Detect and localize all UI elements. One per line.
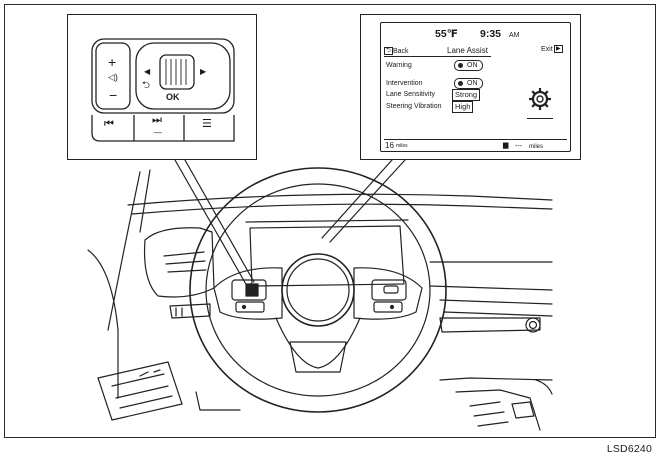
steering-vibration-value[interactable]: High [452, 101, 474, 113]
lane-sensitivity-label: Lane Sensitivity [386, 91, 436, 98]
clock-period: AM [509, 32, 520, 39]
range-value: --- [515, 143, 522, 150]
intervention-toggle[interactable]: ON [454, 78, 483, 89]
exit-arrow-icon[interactable]: ▶ [554, 45, 563, 53]
gear-icon[interactable] [527, 86, 553, 112]
figure-code: LSD6240 [606, 443, 652, 455]
steering-switch-callout: + ◁) − ◀ ▶ ⮌ OK ⏮ ⏭ — ☰ [67, 14, 257, 160]
display-callout: 55℉ 9:35 AM ⮌ Back Lane Assist Exit ▶ Wa… [360, 14, 581, 160]
figure-frame [4, 4, 656, 438]
right-arrow-button[interactable]: ▶ [200, 67, 207, 76]
gear-underline [527, 118, 553, 119]
footer-divider [384, 139, 567, 140]
odometer-unit: miles [396, 143, 408, 149]
odometer-value: 16 [385, 141, 394, 150]
exit-button-label[interactable]: Exit [541, 46, 553, 53]
ok-button[interactable]: OK [166, 92, 180, 102]
back-button-label[interactable]: Back [393, 48, 409, 55]
left-arrow-button[interactable]: ◀ [144, 67, 151, 76]
screen-title: Lane Assist [447, 46, 488, 55]
clock-readout: 9:35 [480, 28, 502, 40]
warning-label: Warning [386, 62, 412, 69]
steering-vibration-label: Steering Vibration [386, 103, 442, 110]
range-unit: miles [529, 144, 544, 150]
previous-track-icon[interactable]: ⏮ [104, 118, 114, 130]
switch-cluster-outline [91, 38, 235, 142]
back-arrow-icon[interactable]: ⮌ [384, 47, 393, 55]
speaker-icon: ◁) [108, 72, 118, 82]
lane-sensitivity-value[interactable]: Strong [452, 89, 481, 101]
title-divider [384, 56, 491, 57]
next-track-icon[interactable]: ⏭ [152, 114, 162, 126]
lane-assist-screen: 55℉ 9:35 AM ⮌ Back Lane Assist Exit ▶ Wa… [380, 22, 571, 152]
next-track-underline-icon: — [154, 128, 162, 137]
back-icon[interactable]: ⮌ [142, 80, 151, 91]
volume-up-button[interactable]: + [108, 54, 117, 70]
warning-toggle[interactable]: ON [454, 60, 483, 71]
menu-list-icon[interactable]: ☰ [202, 118, 212, 130]
volume-down-button[interactable]: − [109, 87, 118, 103]
fuel-pump-icon: ▆ [503, 142, 509, 149]
intervention-label: Intervention [386, 80, 423, 87]
temperature-readout: 55℉ [435, 28, 459, 40]
